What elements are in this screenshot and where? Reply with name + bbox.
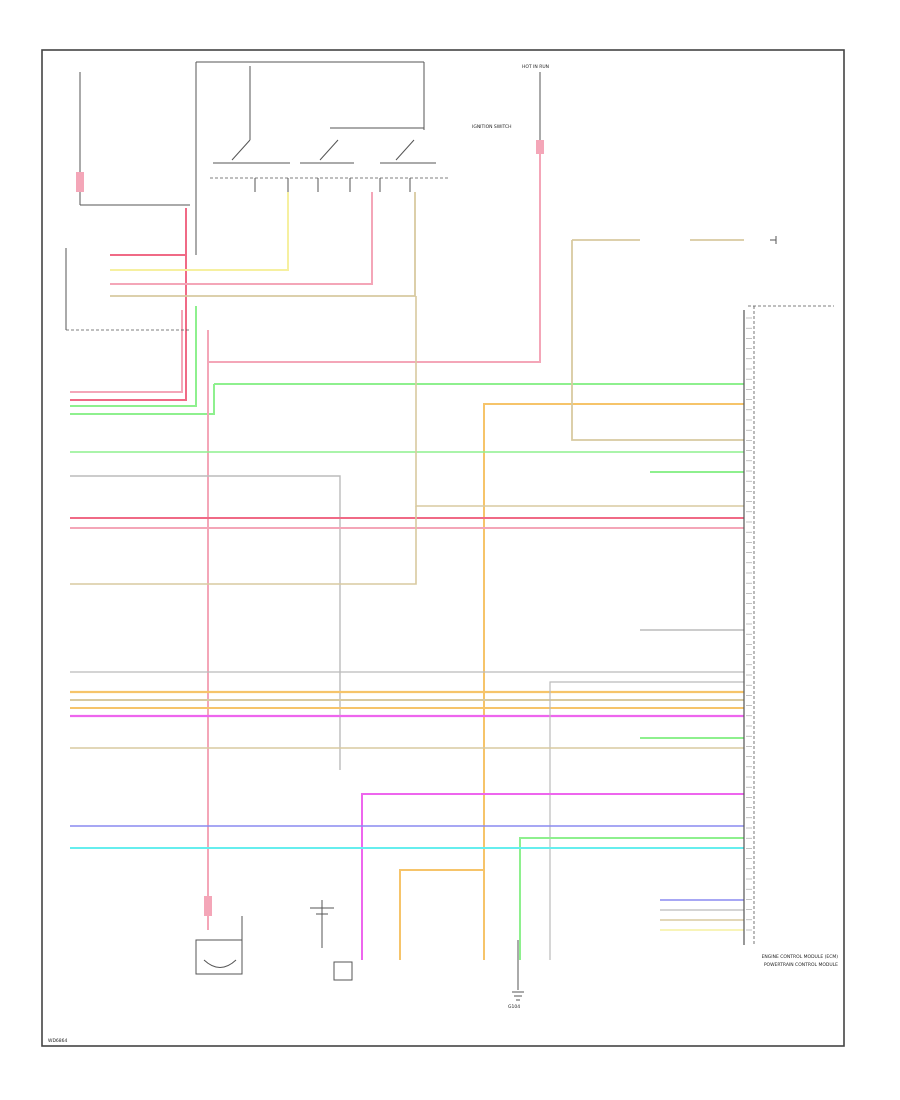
tiny-label-marks [746, 317, 752, 931]
pcm-label: POWERTRAIN CONTROL MODULE [764, 962, 838, 968]
ecm-connector [743, 305, 834, 945]
wire-magenta-794 [361, 793, 744, 960]
ignition-switch-label: IGNITION SWITCH [472, 124, 512, 130]
top-right-fuse-block [536, 72, 544, 154]
wire-orange-vertical [483, 403, 744, 960]
wire-gray-682 [549, 681, 744, 960]
wire-green-2 [70, 384, 215, 415]
wire-pink-left-fuse [70, 208, 187, 401]
wire-yellow-switch [110, 192, 289, 271]
top-left-fuse-block [76, 72, 190, 206]
relay-box [333, 961, 353, 981]
wire-pink-switch-2 [110, 192, 373, 285]
wire-gray-476 [70, 475, 341, 770]
wire-green-1 [70, 306, 197, 407]
fuel-sender-box [195, 939, 243, 975]
bottom-components [195, 236, 777, 1001]
wire-red-top [110, 214, 187, 256]
wire-tan-cluster [571, 240, 744, 441]
wire-set [70, 152, 744, 990]
wire-pink-switch [70, 310, 183, 393]
ecm-title-label: ENGINE CONTROL MODULE (ECM) [762, 954, 839, 960]
switch-bank [195, 61, 448, 255]
wire-pink-long [208, 152, 541, 363]
corner-code: WD6864 [48, 1038, 68, 1044]
diagram-frame [41, 49, 845, 1047]
left-module [65, 248, 190, 331]
wire-orange-fuelpump [399, 869, 484, 960]
wire-green-838 [519, 837, 744, 960]
wire-tan-switch [110, 192, 416, 297]
ground-label: G104 [508, 1004, 520, 1010]
wire-tan-506 [415, 296, 744, 507]
wire-tan-584 [70, 506, 417, 585]
hot-in-run-label: HOT IN RUN [522, 64, 549, 70]
